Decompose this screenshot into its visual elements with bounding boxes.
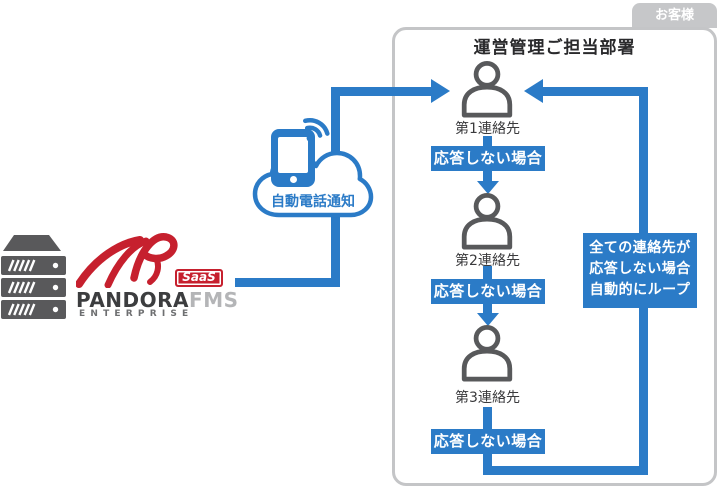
connector-box3-to-loop xyxy=(483,454,492,475)
arrowhead-down-to-contact3 xyxy=(477,313,499,326)
logo-brand-text: PANDORA xyxy=(76,288,190,312)
smartphone-home-button xyxy=(289,176,297,183)
arrowhead-down-to-contact2 xyxy=(477,181,499,194)
no-answer-box-1: 応答しない場合 xyxy=(431,146,545,171)
loop-note-line3: 自動的にループ xyxy=(589,282,691,298)
flow-line-into-contact1 xyxy=(331,87,432,96)
loop-note-line1: 全ての連絡先が xyxy=(589,240,691,256)
connector-contact3-to-box3 xyxy=(483,407,492,429)
loop-note-box: 全ての連絡先が 応答しない場合 自動的にループ xyxy=(583,233,697,308)
panel-title: 運営管理ご担当部署 xyxy=(473,38,636,58)
contact2-person-icon xyxy=(461,193,513,250)
logo-edition-text: ENTERPRISE xyxy=(79,309,194,319)
server-unit xyxy=(1,300,66,319)
smartphone-screen xyxy=(278,137,308,173)
pandora-swoosh-icon xyxy=(76,233,178,288)
signal-waves-icon xyxy=(303,118,330,142)
contact1-label: 第1連絡先 xyxy=(455,121,520,137)
server-unit xyxy=(1,256,66,275)
customer-tab: お客様 xyxy=(632,3,717,28)
contact3-person-icon xyxy=(461,325,513,382)
server-unit xyxy=(1,278,66,297)
contact2-label: 第2連絡先 xyxy=(455,253,520,269)
smartphone-icon xyxy=(271,129,315,187)
no-answer-box-3: 応答しない場合 xyxy=(431,429,545,454)
loop-line-bottom xyxy=(483,466,648,475)
arrowhead-into-contact1 xyxy=(431,79,450,103)
contact1-person-icon xyxy=(461,61,513,118)
cloud-label: 自動電話通知 xyxy=(271,194,355,210)
connector-box2-shaft xyxy=(483,304,492,314)
arrowhead-loop-into-contact1 xyxy=(524,79,543,103)
logo-product-text: FMS xyxy=(189,288,239,312)
server-stack-icon xyxy=(1,235,66,319)
saas-badge: SaaS xyxy=(175,269,223,287)
pandora-fms-wordmark: PANDORAFMS xyxy=(76,288,239,312)
no-answer-box-2: 応答しない場合 xyxy=(431,279,545,304)
connector-box1-shaft xyxy=(483,171,492,182)
loop-line-top xyxy=(542,87,648,96)
loop-note-line2: 応答しない場合 xyxy=(589,261,691,277)
connector-contact2-to-box2 xyxy=(483,266,492,279)
flow-line-from-server-horizontal xyxy=(235,278,340,287)
connector-contact1-to-box1 xyxy=(483,136,492,147)
contact3-label: 第3連絡先 xyxy=(455,390,520,406)
